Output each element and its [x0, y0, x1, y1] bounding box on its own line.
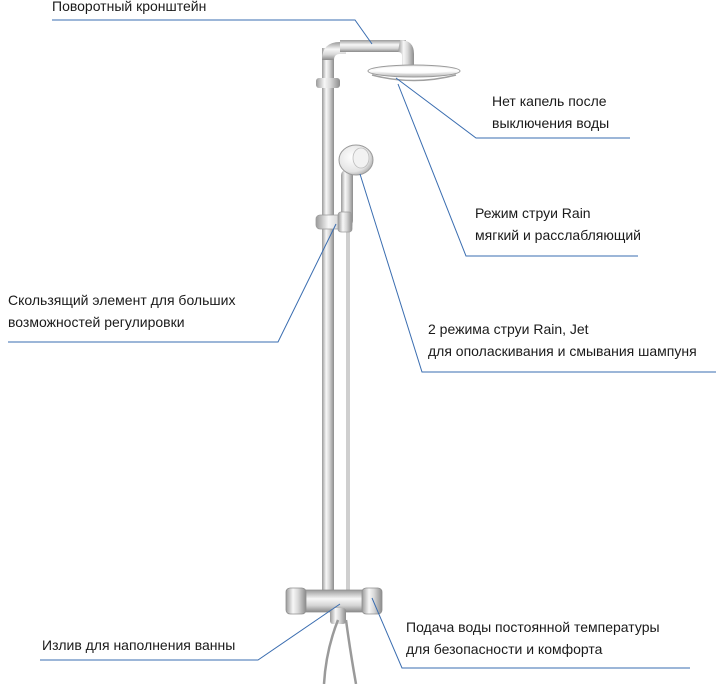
callout-swivel-arm-line1: Поворотный кронштейн	[52, 0, 207, 14]
callout-two-modes: 2 режима струи Rain, Jet для ополаскиван…	[428, 318, 697, 362]
callout-thermostat-line2: для безопасности и комфорта	[406, 641, 603, 657]
callout-two-modes-line1: 2 режима струи Rain, Jet	[428, 321, 589, 337]
callout-two-modes-line2: для ополаскивания и смывания шампуня	[428, 343, 697, 359]
leader-no-drip	[395, 77, 630, 139]
callout-spout-line1: Излив для наполнения ванны	[42, 637, 236, 653]
holder-rail	[346, 150, 350, 600]
swivel-arm-pipe	[340, 40, 406, 52]
callout-slider-line1: Скользящий элемент для больших	[8, 292, 236, 308]
callout-swivel-arm: Поворотный кронштейн	[52, 0, 206, 17]
leader-two-modes	[359, 173, 716, 373]
shower-column	[316, 40, 414, 600]
callout-no-drip-line1: Нет капель после	[492, 93, 607, 109]
callout-no-drip: Нет капель после выключения воды	[492, 90, 609, 134]
callout-slider: Скользящий элемент для больших возможнос…	[8, 289, 235, 333]
callout-thermostat: Подача воды постоянной температуры для б…	[406, 616, 660, 660]
leader-rain-mode	[397, 83, 638, 257]
callout-slider-line2: возможностей регулировки	[8, 314, 185, 330]
riser-pipe	[322, 48, 334, 596]
callout-rain-mode: Режим струи Rain мягкий и расслабляющий	[475, 202, 641, 246]
callout-no-drip-line2: выключения воды	[492, 115, 610, 131]
leader-slider	[8, 223, 337, 343]
overhead-shower-head	[367, 64, 461, 82]
callout-rain-mode-line1: Режим струи Rain	[475, 205, 591, 221]
leader-thermostat	[371, 597, 690, 669]
head-elbow	[398, 40, 414, 66]
leader-lines	[8, 19, 716, 669]
shower-hose	[322, 619, 358, 684]
callout-rain-mode-line2: мягкий и расслабляющий	[475, 227, 642, 243]
thermostat-mixer	[285, 587, 383, 624]
callout-thermostat-line1: Подача воды постоянной температуры	[406, 619, 660, 635]
leader-spout	[40, 603, 341, 661]
callout-spout: Излив для наполнения ванны	[42, 634, 235, 656]
leader-swivel-arm	[52, 19, 373, 45]
upper-collar	[316, 78, 340, 88]
